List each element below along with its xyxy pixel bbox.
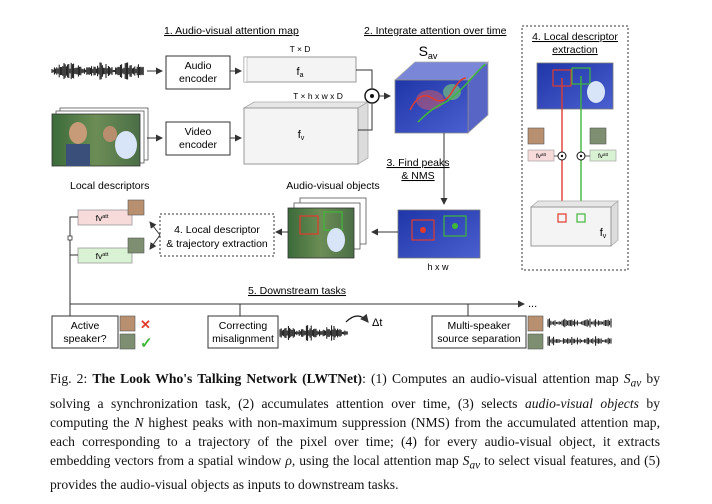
descriptor-red: fvatt	[77, 199, 145, 226]
step-4-panel-title-2: extraction	[552, 44, 598, 56]
fa-dimension: T × D	[290, 44, 311, 54]
av-objects-frames	[287, 197, 367, 259]
active-speaker-label-2: speaker?	[63, 333, 106, 345]
audio-waveform-offset	[279, 325, 348, 341]
caption-sav-sub: av	[630, 377, 642, 390]
step-1-title: 1. Audio-visual attention map	[164, 25, 299, 37]
step-2-title: 2. Integrate attention over time	[364, 25, 507, 37]
caption-title: The Look Who's Talking Network (LWTNet)	[92, 371, 363, 386]
hxw-label: h x w	[427, 262, 449, 272]
lwtnet-diagram: 1. Audio-visual attention map 2. Integra…	[51, 25, 629, 352]
active-speaker-box	[51, 315, 119, 349]
local-attention-map	[536, 62, 614, 110]
peak-map	[397, 209, 481, 259]
caption-avo: audio-visual objects	[524, 395, 639, 411]
caption-text-4: highest peaks with non-maximum suppressi…	[50, 414, 660, 468]
step-4-label: 4. Local descriptor	[174, 224, 260, 236]
speaker-thumb-1	[119, 315, 136, 332]
multi-speaker-label: Multi-speaker	[447, 320, 511, 332]
step-4-label-2: & trajectory extraction	[166, 238, 268, 250]
video-encoder-label-2: encoder	[179, 139, 217, 151]
audio-encoder-box	[165, 55, 231, 90]
multi-speaker-label-2: source separation	[437, 333, 521, 345]
caption-sav: S	[623, 371, 631, 386]
fv-dimension: T × h x w x D	[293, 91, 343, 101]
fa-label: fa	[297, 66, 304, 79]
audio-waveform-input	[51, 62, 144, 80]
sav-label: Sav	[419, 43, 438, 61]
separated-waveform-2	[547, 336, 612, 346]
crop-thumb-1	[527, 127, 545, 145]
step-4-panel	[521, 25, 629, 271]
step-3-title: 3. Find peaks	[386, 157, 449, 169]
check-mark: ✓	[140, 335, 153, 352]
speaker-thumb-2	[119, 333, 136, 350]
figure-caption: Fig. 2: The Look Who's Talking Network (…	[50, 369, 660, 494]
active-speaker-label: Active	[71, 320, 100, 332]
correcting-label: Correcting	[219, 320, 268, 332]
speaker-thumb-4	[527, 333, 544, 350]
fvatt-green: fvatt	[598, 152, 609, 160]
caption-text-1: : (1) Computes an audio-visual attention…	[362, 371, 624, 386]
step-3-title-2: & NMS	[401, 170, 434, 182]
video-frames-input	[51, 107, 149, 167]
cross-mark: ✕	[140, 317, 151, 332]
caption-text-6: to select visual features, and (5) provi…	[50, 452, 660, 493]
correcting-label-2: misalignment	[212, 333, 274, 345]
step-5-title: 5. Downstream tasks	[248, 285, 346, 297]
av-objects-label: Audio-visual objects	[286, 180, 379, 192]
video-encoder-label: Video	[185, 126, 212, 138]
crop-thumb-2	[589, 127, 607, 145]
local-descriptors-label: Local descriptors	[70, 180, 149, 192]
audio-encoder-label-2: encoder	[179, 73, 217, 85]
fv-feature-tensor	[529, 200, 620, 247]
attention-volume	[393, 61, 490, 134]
step-4-panel-title: 4. Local descriptor	[532, 31, 618, 43]
caption-text-2: by solving a synchronization task, (2) a…	[50, 371, 661, 411]
speaker-thumb-3	[527, 315, 544, 332]
caption-text-5: , using the local attention map	[291, 452, 463, 468]
svg-text:fvatt: fvatt	[96, 213, 109, 223]
descriptor-green: fvatt	[77, 237, 145, 264]
fv-right-label: fv	[600, 227, 607, 240]
caption-sav-2: S	[462, 452, 470, 468]
caption-sav-2-sub: av	[469, 459, 481, 472]
delta-t-label: Δt	[372, 317, 382, 329]
fa-tensor	[243, 56, 357, 83]
correcting-box	[207, 315, 279, 349]
multi-speaker-box	[431, 315, 527, 349]
svg-text:fvatt: fvatt	[96, 251, 109, 261]
fvatt-red: fvatt	[536, 152, 547, 160]
caption-text-3: by computing the	[50, 395, 661, 430]
step-4-box	[159, 213, 275, 257]
fv-tensor	[243, 107, 359, 165]
caption-rho: ρ	[285, 452, 292, 468]
dots: ...	[528, 298, 537, 310]
separated-waveform-1	[547, 318, 612, 328]
caption-fig: Fig. 2:	[50, 371, 93, 386]
audio-encoder-label: Audio	[185, 60, 212, 72]
fv-label: fv	[298, 129, 305, 142]
caption-n: N	[134, 414, 144, 430]
